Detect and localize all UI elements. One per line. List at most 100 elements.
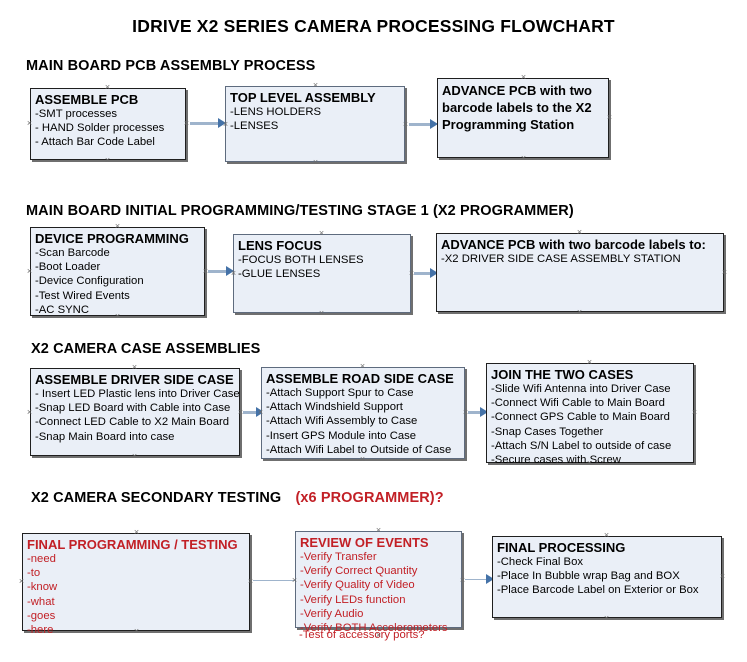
flow-box-line: -goes	[27, 609, 56, 622]
flow-box-line: - HAND Solder processes	[35, 122, 165, 135]
flow-box-lens-focus[interactable]: LENS FOCUS -FOCUS BOTH LENSES -GLUE LENS…	[233, 234, 411, 313]
flow-box-line: -know	[27, 581, 58, 594]
flow-box-line: -Connect Wifi Cable to Main Board	[491, 397, 665, 410]
flow-box-line: -what	[27, 595, 55, 608]
flow-box-device-programming[interactable]: DEVICE PROGRAMMING -Scan Barcode -Boot L…	[30, 227, 205, 316]
flow-box-title: FINAL PROCESSING	[497, 540, 626, 555]
flow-box-final-programming-testing[interactable]: FINAL PROGRAMMING / TESTING -need -to -k…	[22, 533, 250, 636]
flow-box-overflow-line: -Test of accessory ports?	[299, 629, 425, 641]
flow-box-line: -Snap Main Board into case	[35, 430, 175, 443]
flow-box-line: -SMT processes	[35, 108, 118, 120]
flow-box-title: REVIEW OF EVENTS	[300, 535, 429, 550]
selection-handle-icon[interactable]	[114, 223, 121, 230]
selection-handle-icon[interactable]	[375, 527, 382, 534]
flow-box-line: -need	[27, 553, 56, 565]
flow-box-line: -Verify Quality of Video	[300, 579, 415, 592]
selection-handle-icon[interactable]	[257, 409, 264, 416]
selection-handle-icon[interactable]	[576, 309, 583, 316]
flow-box-line: -Place In Bubble wrap Bag and BOX	[497, 570, 680, 583]
flow-box-line: -Verify Correct Quantity	[300, 565, 418, 578]
connector-line	[190, 122, 222, 125]
flow-box-line: -Attach Support Spur to Case	[266, 387, 414, 399]
selection-handle-icon[interactable]	[359, 363, 366, 370]
flow-box-line: -Boot Loader	[35, 261, 101, 274]
flow-box-line: -Attach S/N Label to outside of case	[491, 439, 672, 452]
section-heading-accent: (x6 PROGRAMMER)?	[295, 490, 444, 506]
selection-handle-icon[interactable]	[318, 310, 325, 317]
flow-box-top-level-assembly[interactable]: TOP LEVEL ASSEMBLY -LENS HOLDERS -LENSES	[225, 86, 405, 162]
flow-box-title: ASSEMBLE DRIVER SIDE CASE	[35, 372, 234, 387]
arrowhead-icon	[486, 574, 494, 584]
selection-handle-icon[interactable]	[131, 453, 138, 460]
flow-box-line: -Connect GPS Cable to Main Board	[491, 411, 670, 424]
flow-box-title: ASSEMBLE PCB	[35, 92, 139, 107]
flow-box-line: -AC SYNC	[35, 303, 89, 316]
selection-handle-icon[interactable]	[318, 230, 325, 237]
connector-line	[465, 579, 490, 580]
selection-handle-icon[interactable]	[603, 615, 610, 622]
flow-box-title: ASSEMBLE ROAD SIDE CASE	[266, 371, 454, 386]
selection-handle-icon[interactable]	[520, 155, 527, 162]
selection-handle-icon[interactable]	[18, 578, 25, 585]
flow-box-line: -Attach Wifi Label to Outside of Case	[266, 443, 452, 456]
flow-box-join-the-two-cases[interactable]: JOIN THE TWO CASES -Slide Wifi Antenna i…	[486, 363, 694, 466]
selection-handle-icon[interactable]	[719, 573, 726, 580]
section-heading-x2-camera-secondary-testing: X2 CAMERA SECONDARY TESTING (x6 PROGRAMM…	[31, 490, 444, 506]
selection-handle-icon[interactable]	[114, 313, 121, 320]
selection-handle-icon[interactable]	[586, 460, 593, 467]
selection-handle-icon[interactable]	[691, 409, 698, 416]
section-heading-text: X2 CAMERA SECONDARY TESTING	[31, 490, 282, 506]
selection-handle-icon[interactable]	[26, 120, 33, 127]
selection-handle-icon[interactable]	[230, 270, 237, 277]
connector-line	[243, 411, 261, 414]
selection-handle-icon[interactable]	[26, 268, 33, 275]
flow-box-final-processing[interactable]: FINAL PROCESSING -Check Final Box -Place…	[492, 536, 722, 618]
selection-handle-icon[interactable]	[606, 114, 613, 121]
selection-handle-icon[interactable]	[183, 120, 190, 127]
flow-box-title: LENS FOCUS	[238, 238, 322, 253]
selection-handle-icon[interactable]	[133, 529, 140, 536]
selection-handle-icon[interactable]	[359, 456, 366, 463]
flow-box-advance-pcb-to-x2-programming-station[interactable]: ADVANCE PCB with two barcode labels to t…	[437, 78, 609, 158]
selection-handle-icon[interactable]	[375, 632, 382, 639]
flow-box-title: TOP LEVEL ASSEMBLY	[230, 90, 376, 105]
selection-handle-icon[interactable]	[131, 364, 138, 371]
selection-handle-icon[interactable]	[104, 84, 111, 91]
selection-handle-icon[interactable]	[222, 121, 229, 128]
flow-box-line: - Insert LED Plastic lens into Driver Ca…	[35, 388, 240, 400]
arrowhead-icon	[430, 268, 438, 278]
connector-line	[253, 580, 295, 581]
flow-box-line: - Attach Bar Code Label	[35, 136, 155, 149]
flow-box-line: -LENSES	[230, 120, 279, 133]
section-heading-x2-camera-case-assemblies: X2 CAMERA CASE ASSEMBLIES	[31, 341, 261, 357]
flow-box-assemble-pcb[interactable]: ASSEMBLE PCB -SMT processes - HAND Solde…	[30, 88, 186, 160]
selection-handle-icon[interactable]	[520, 74, 527, 81]
flow-box-advance-pcb-to-driver-side-case[interactable]: ADVANCE PCB with two barcode labels to: …	[436, 233, 724, 312]
connector-line	[409, 123, 435, 126]
flow-box-line: -Device Configuration	[35, 275, 144, 288]
flow-box-line: -Check Final Box	[497, 556, 584, 568]
selection-handle-icon[interactable]	[312, 82, 319, 89]
flow-box-title: JOIN THE TWO CASES	[491, 367, 634, 382]
flow-box-line: -to	[27, 567, 41, 580]
selection-handle-icon[interactable]	[291, 577, 298, 584]
flow-box-title: FINAL PROGRAMMING / TESTING	[27, 537, 238, 552]
flow-box-line: -Verify Audio	[300, 607, 364, 620]
connector-line	[468, 411, 484, 414]
selection-handle-icon[interactable]	[26, 409, 33, 416]
selection-handle-icon[interactable]	[576, 229, 583, 236]
selection-handle-icon[interactable]	[603, 532, 610, 539]
selection-handle-icon[interactable]	[133, 628, 140, 635]
flow-box-assemble-driver-side-case[interactable]: ASSEMBLE DRIVER SIDE CASE - Insert LED P…	[30, 368, 240, 456]
selection-handle-icon[interactable]	[312, 159, 319, 166]
selection-handle-icon[interactable]	[721, 269, 728, 276]
flow-box-review-of-events[interactable]: REVIEW OF EVENTS -Verify Transfer -Verif…	[295, 531, 462, 634]
section-heading-main-board-initial-programming: MAIN BOARD INITIAL PROGRAMMING/TESTING S…	[26, 203, 574, 219]
flow-box-line: -Scan Barcode	[35, 247, 110, 259]
selection-handle-icon[interactable]	[104, 157, 111, 164]
flow-box-line: -FOCUS BOTH LENSES	[238, 254, 364, 266]
connector-line	[414, 272, 434, 275]
flow-box-assemble-road-side-case[interactable]: ASSEMBLE ROAD SIDE CASE -Attach Support …	[261, 367, 465, 459]
selection-handle-icon[interactable]	[402, 121, 409, 128]
selection-handle-icon[interactable]	[586, 359, 593, 366]
